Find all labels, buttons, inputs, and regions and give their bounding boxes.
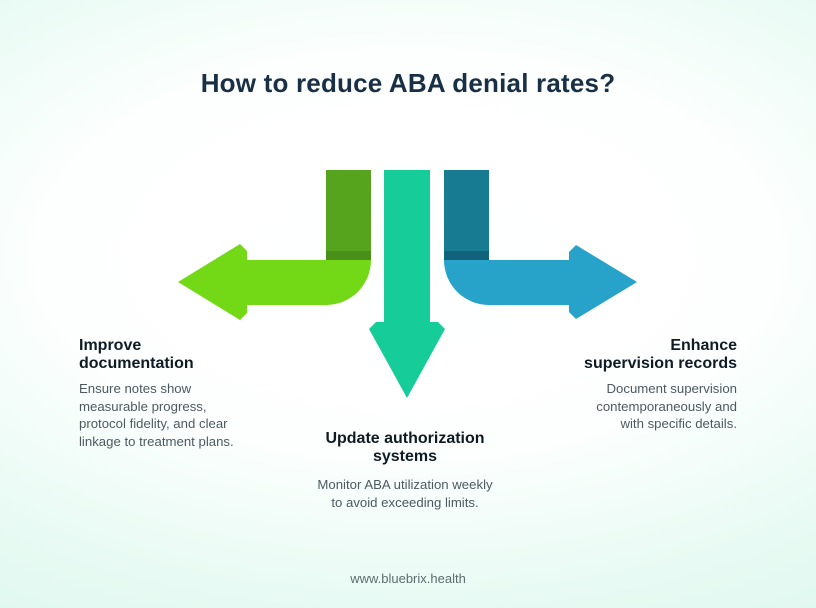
left-arrow-stem	[326, 170, 371, 260]
step-body: Document supervision contemporaneously a…	[596, 381, 737, 431]
right-arrow-stem	[444, 170, 489, 260]
left-arrow-fold-shadow	[326, 251, 371, 260]
left-arrow-band	[178, 244, 371, 320]
step-heading: Enhance supervision records	[584, 337, 737, 372]
footer-url: www.bluebrix.health	[350, 571, 466, 586]
right-arrow-band	[444, 245, 637, 319]
step-enhance-supervision-records: Enhance supervision records Document sup…	[527, 337, 737, 433]
right-arrow-fold-shadow	[444, 251, 489, 260]
step-update-authorization-systems: Update authorization systems Monitor ABA…	[265, 430, 545, 511]
step-heading: Update authorization systems	[325, 430, 485, 465]
step-heading: Improve documentation	[79, 337, 194, 372]
step-improve-documentation: Improve documentation Ensure notes show …	[79, 337, 274, 450]
step-body: Monitor ABA utilization weekly to avoid …	[317, 477, 493, 510]
down-arrow	[369, 170, 445, 398]
step-body: Ensure notes show measurable progress, p…	[79, 381, 234, 449]
page-title: How to reduce ABA denial rates?	[200, 68, 616, 98]
